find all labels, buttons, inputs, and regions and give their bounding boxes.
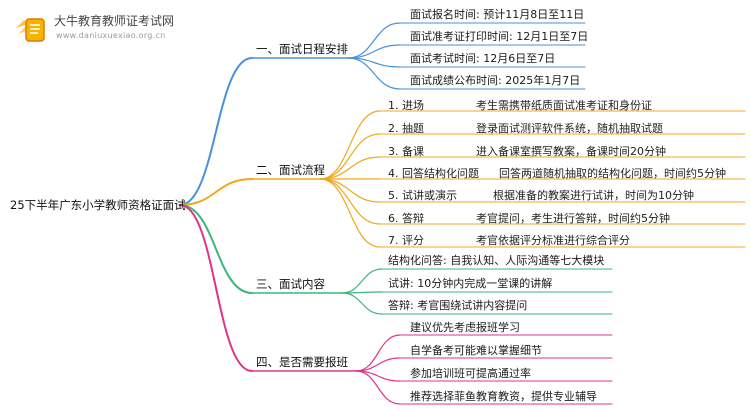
training-item: 自学备考可能难以掌握细节 bbox=[410, 344, 542, 357]
branch-process: 二、面试流程 bbox=[256, 163, 325, 177]
root-node: 25下半年广东小学教师资格证面试 bbox=[10, 198, 186, 212]
schedule-item: 面试成绩公布时间: 2025年1月7日 bbox=[410, 74, 581, 87]
branch-connector-content bbox=[179, 204, 253, 294]
process-step-desc: 根据准备的教案进行试讲，时间为10分钟 bbox=[493, 189, 694, 202]
schedule-item: 面试考试时间: 12月6日至7日 bbox=[410, 52, 556, 65]
process-step-desc: 考官依据评分标准进行综合评分 bbox=[476, 234, 630, 247]
process-step-name: 6. 答辩 bbox=[388, 212, 424, 225]
branch-connector-schedule bbox=[179, 57, 253, 206]
branch-content: 三、面试内容 bbox=[256, 277, 325, 291]
leaf-connector-content bbox=[341, 292, 383, 315]
training-item: 推荐选择菲鱼教育教资，提供专业辅导 bbox=[410, 390, 597, 403]
leaf-connector-schedule bbox=[347, 22, 401, 59]
schedule-item: 面试准考证打印时间: 12月1日至7日 bbox=[410, 30, 589, 43]
process-step-name: 3. 备课 bbox=[388, 145, 424, 158]
process-step-desc: 进入备课室撰写教案，备课时间20分钟 bbox=[476, 145, 666, 158]
content-item: 试讲: 10分钟内完成一堂课的讲解 bbox=[388, 277, 553, 290]
logo bbox=[14, 14, 50, 44]
leaf-connector-training bbox=[355, 334, 401, 372]
process-step-desc: 回答两道随机抽取的结构化问题，时间约5分钟 bbox=[499, 167, 726, 180]
leaf-connector-process bbox=[319, 178, 381, 248]
branch-training: 四、是否需要报班 bbox=[256, 355, 348, 369]
process-step-name: 5. 试讲或演示 bbox=[388, 189, 457, 202]
process-step-desc: 登录面试测评软件系统，随机抽取试题 bbox=[476, 122, 663, 135]
process-step-desc: 考官提问，考生进行答辩，时间约5分钟 bbox=[476, 212, 670, 225]
process-step-name: 4. 回答结构化问题 bbox=[388, 167, 479, 180]
process-step-name: 7. 评分 bbox=[388, 234, 424, 247]
process-step-name: 2. 抽题 bbox=[388, 122, 424, 135]
leaf-connector-process bbox=[319, 110, 381, 180]
process-step-desc: 考生需携带纸质面试准考证和身份证 bbox=[476, 99, 652, 112]
leaf-connector-schedule bbox=[347, 57, 401, 90]
leaf-connector-process bbox=[319, 133, 381, 180]
leaf-connector-training bbox=[355, 357, 401, 372]
training-item: 参加培训班可提高通过率 bbox=[410, 367, 531, 380]
training-item: 建议优先考虑报班学习 bbox=[410, 321, 520, 334]
process-step-name: 1. 进场 bbox=[388, 99, 424, 112]
logo-url: www.daniuxuexiao.org.cn bbox=[56, 31, 166, 40]
leaf-connector-process bbox=[319, 178, 381, 203]
leaf-connector-training bbox=[355, 370, 401, 405]
content-item: 答辩: 考官围绕试讲内容提问 bbox=[388, 299, 528, 312]
branch-schedule: 一、面试日程安排 bbox=[256, 42, 348, 56]
logo-title: 大牛教育教师证考试网 bbox=[54, 14, 175, 28]
schedule-item: 面试报名时间: 预计11月8日至11日 bbox=[410, 8, 585, 21]
branch-connector-training bbox=[179, 204, 253, 372]
leaf-connector-schedule bbox=[347, 44, 401, 59]
leaf-connector-process bbox=[319, 156, 381, 180]
book-logo-icon bbox=[16, 18, 45, 42]
content-item: 结构化问答: 自我认知、人际沟通等七大模块 bbox=[388, 254, 605, 267]
branch-connector-process bbox=[179, 178, 253, 206]
leaf-connector-content bbox=[341, 268, 383, 294]
